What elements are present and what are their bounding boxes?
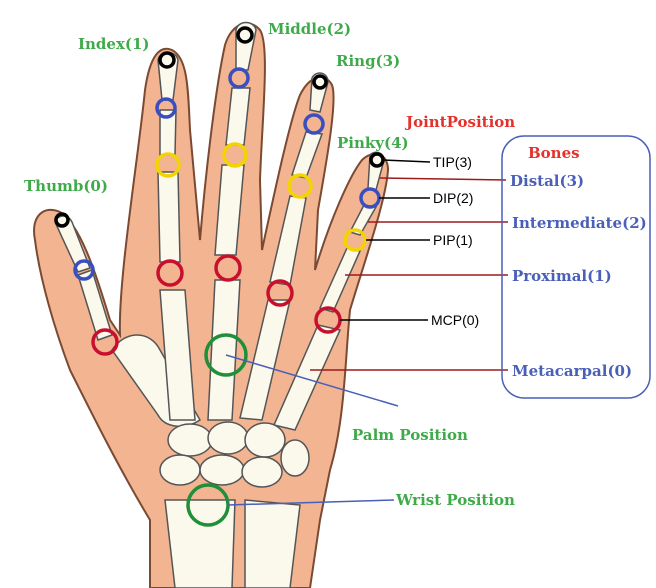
finger-label-ring: Ring(3) (336, 52, 400, 70)
bone-label-proximal: Proximal(1) (512, 267, 612, 285)
joint-label-tip: TIP(3) (433, 154, 472, 170)
bone-label-intermediate: Intermediate(2) (512, 214, 647, 232)
bone-label-distal: Distal(3) (510, 172, 584, 190)
joint-label-mcp: MCP(0) (431, 312, 479, 328)
finger-label-thumb: Thumb(0) (24, 177, 108, 195)
finger-label-middle: Middle(2) (268, 20, 351, 38)
finger-label-pinky: Pinky(4) (337, 134, 409, 152)
joint-legend-title: JointPosition (404, 113, 515, 131)
bone-label-metacarpal: Metacarpal(0) (512, 362, 632, 380)
finger-label-index: Index(1) (78, 35, 150, 53)
forearm-bones (165, 500, 300, 588)
palm-position-label: Palm Position (352, 426, 468, 444)
joint-label-dip: DIP(2) (433, 190, 473, 206)
bones-legend-title: Bones (528, 144, 580, 162)
joint-label-pip: PIP(1) (433, 232, 473, 248)
wrist-position-label: Wrist Position (395, 491, 515, 509)
